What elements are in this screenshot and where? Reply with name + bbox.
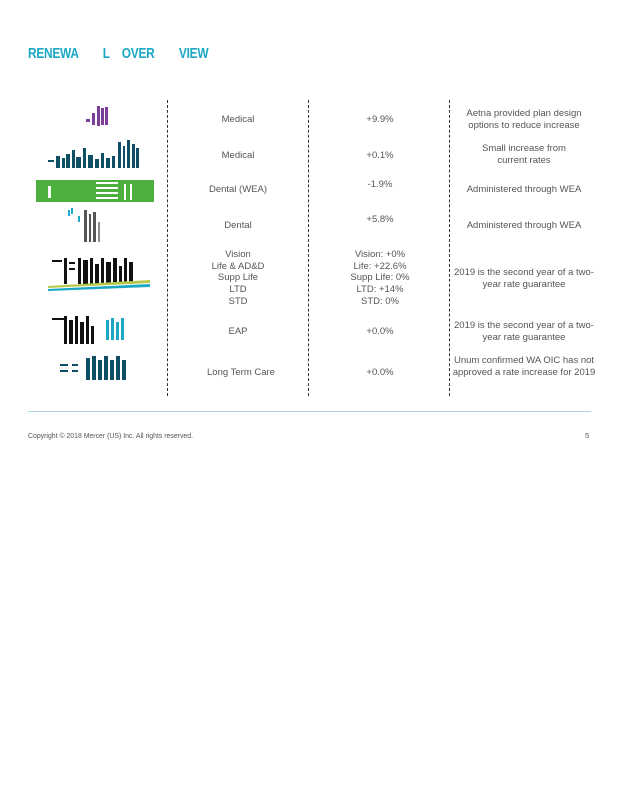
the-standard-logo bbox=[48, 258, 150, 291]
plan-name: Medical bbox=[221, 114, 255, 125]
willamette-dental-logo bbox=[68, 208, 100, 242]
renewal-notes: Unum confirmed WA OIC has not approved a… bbox=[452, 355, 596, 378]
kaiser-permanente-logo bbox=[48, 140, 139, 168]
renewal-change: +9.9% bbox=[366, 114, 394, 125]
column-divider-1 bbox=[167, 100, 168, 396]
column-divider-3 bbox=[449, 100, 450, 396]
column-divider-2 bbox=[308, 100, 309, 396]
renewal-change: Vision: +0% Life: +22.6% Supp Life: 0% L… bbox=[350, 249, 410, 307]
renewal-notes: Aetna provided plan design options to re… bbox=[466, 108, 582, 131]
unum-logo bbox=[60, 356, 126, 380]
plan-name: Vision Life & AD&D Supp Life LTD STD bbox=[211, 249, 265, 307]
renewal-notes: 2019 is the second year of a two-year ra… bbox=[454, 267, 594, 290]
renewal-notes: Administered through WEA bbox=[466, 184, 582, 195]
wdsx-dental-logo bbox=[36, 180, 154, 202]
page-title: RENEWA L OVER VIEW bbox=[28, 46, 209, 62]
copyright-text: Copyright © 2018 Mercer (US) Inc. All ri… bbox=[28, 431, 193, 440]
renewal-notes: Small increase from current rates bbox=[482, 143, 566, 166]
plan-name: Long Term Care bbox=[207, 367, 275, 378]
aetna-logo bbox=[86, 106, 108, 126]
renewal-notes: 2019 is the second year of a two-year ra… bbox=[454, 320, 594, 343]
renewal-notes: Administered through WEA bbox=[466, 220, 582, 231]
eap-provider-logo bbox=[52, 316, 124, 344]
renewal-change: +0.1% bbox=[366, 150, 394, 161]
renewal-change: +0.0% bbox=[366, 367, 394, 378]
plan-name: EAP bbox=[228, 326, 248, 337]
renewal-change: +5.8% bbox=[366, 214, 394, 225]
plan-name: Dental bbox=[224, 220, 252, 231]
page-number: 5 bbox=[585, 431, 590, 440]
plan-name: Medical bbox=[221, 150, 255, 161]
renewal-change: -1.9% bbox=[367, 179, 393, 190]
plan-name: Dental (WEA) bbox=[208, 184, 268, 195]
renewal-change: +0.0% bbox=[366, 326, 394, 337]
footer-divider bbox=[28, 411, 591, 412]
